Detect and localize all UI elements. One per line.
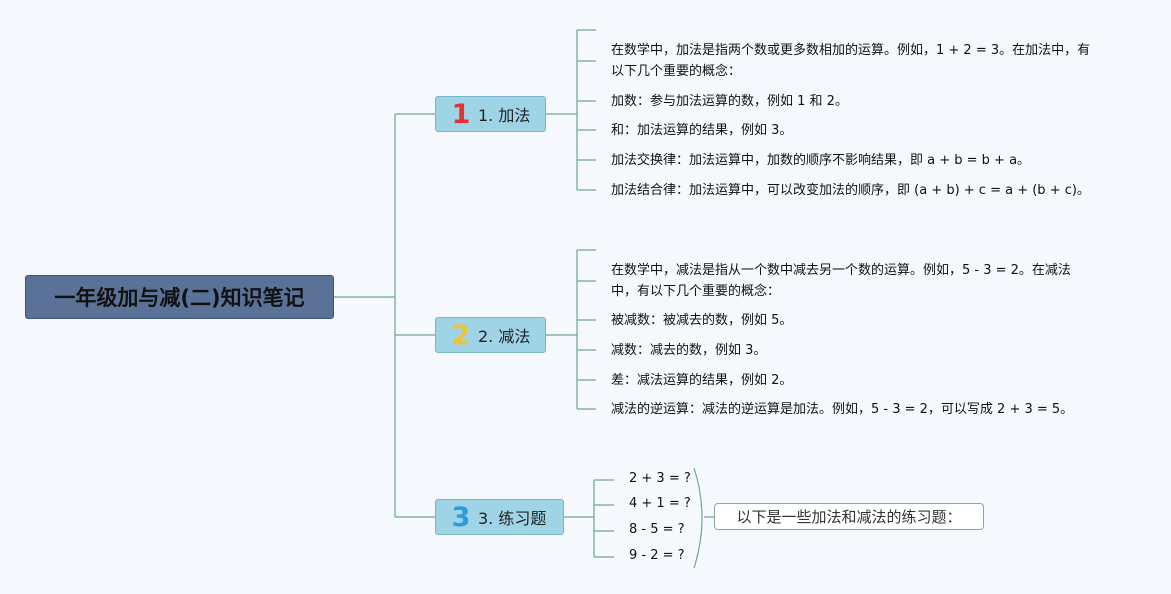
leaf-associative: 加法结合律：加法运算中，可以改变加法的顺序，即 (a + b) + c = a … [611,183,1090,198]
exercise-item: 8 - 5 = ? [629,522,685,537]
leaf-commutative: 加法交换律：加法运算中，加数的顺序不影响结果，即 a + b = b + a。 [611,153,1031,168]
exercise-item: 4 + 1 = ? [629,496,691,511]
leaf-minuend: 被减数：被减去的数，例如 5。 [611,313,793,328]
leaf-sum: 和：加法运算的结果，例如 3。 [611,123,793,138]
exercise-item: 2 + 3 = ? [629,471,691,486]
branch-label: 2. 减法 [478,327,531,346]
number-3-icon: 3 [451,501,471,533]
leaf-subtraction-intro-line2: 中，有以下几个重要的概念： [611,284,781,299]
number-1-icon: 1 [451,98,471,130]
leaf-subtraction-intro-line1: 在数学中，减法是指从一个数中减去另一个数的运算。例如，5 - 3 = 2。在减法 [611,263,1071,278]
exercise-summary[interactable]: 以下是一些加法和减法的练习题： [714,503,984,530]
summary-text: 以下是一些加法和减法的练习题： [736,508,962,526]
branch-exercises[interactable]: 3 3. 练习题 [435,499,564,535]
leaf-subtrahend: 减数：减去的数，例如 3。 [611,343,767,358]
leaf-addition-intro-line1: 在数学中，加法是指两个数或更多数相加的运算。例如，1 + 2 = 3。在加法中，… [611,43,1091,58]
leaf-addend: 加数：参与加法运算的数，例如 1 和 2。 [611,94,848,109]
branch-label: 1. 加法 [478,106,531,125]
branch-addition[interactable]: 1 1. 加法 [435,96,546,132]
leaf-difference: 差：减法运算的结果，例如 2。 [611,373,793,388]
leaf-addition-intro-line2: 以下几个重要的概念： [611,64,742,79]
branch-subtraction[interactable]: 2 2. 减法 [435,317,546,353]
root-topic[interactable]: 一年级加与减(二)知识笔记 [25,275,334,319]
branch-label: 3. 练习题 [478,509,547,528]
leaf-inverse: 减法的逆运算：减法的逆运算是加法。例如，5 - 3 = 2，可以写成 2 + 3… [611,402,1074,417]
root-title: 一年级加与减(二)知识笔记 [54,286,305,310]
number-2-icon: 2 [451,319,471,351]
exercise-item: 9 - 2 = ? [629,548,685,563]
